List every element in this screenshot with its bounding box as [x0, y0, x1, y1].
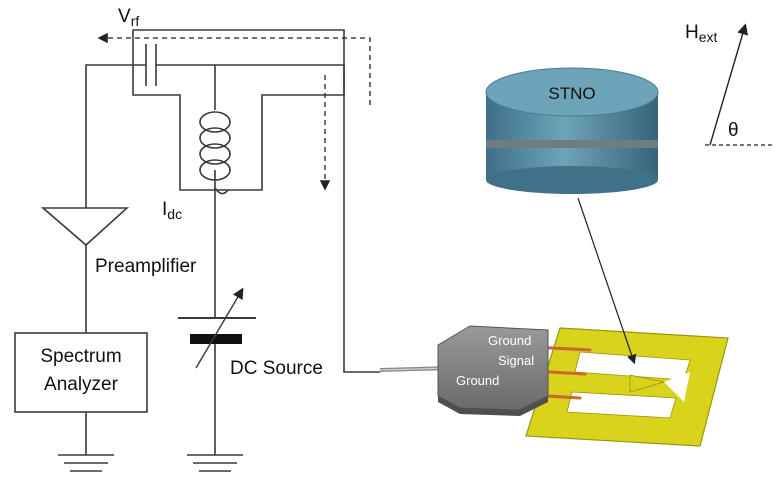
preamplifier-label: Preamplifier	[95, 256, 197, 277]
stno-label: STNO	[548, 84, 595, 103]
hext-arrow	[709, 23, 749, 146]
bias-tee	[132, 29, 345, 191]
spectrum-analyzer-box	[14, 332, 148, 413]
inductor-coil	[199, 111, 231, 181]
probe-ground-top-label: Ground	[488, 333, 531, 348]
theta-label: θ	[728, 120, 739, 141]
preamplifier-symbol	[40, 207, 130, 247]
probe-signal-label: Signal	[498, 353, 534, 368]
ground-symbol-dc	[187, 454, 243, 472]
idc-label: Idc	[162, 199, 182, 222]
rf-wiring	[85, 64, 380, 455]
stno-pointer-line	[577, 197, 637, 365]
stno-cylinder	[485, 67, 659, 194]
device-pad	[525, 327, 729, 447]
dc-source-label: DC Source	[230, 358, 323, 379]
probe-ground-bottom-label: Ground	[456, 373, 499, 388]
rf-probe	[437, 325, 549, 416]
hext-label: Hext	[685, 22, 718, 45]
spectrum-analyzer-label-line2: Analyzer	[44, 374, 119, 395]
spectrum-analyzer-label-line1: Spectrum	[40, 346, 121, 367]
dc-source-symbol	[178, 287, 256, 369]
ground-symbol-analyzer	[58, 454, 114, 472]
vrf-label: Vrf	[118, 6, 139, 29]
rf-signal-path	[97, 32, 371, 105]
